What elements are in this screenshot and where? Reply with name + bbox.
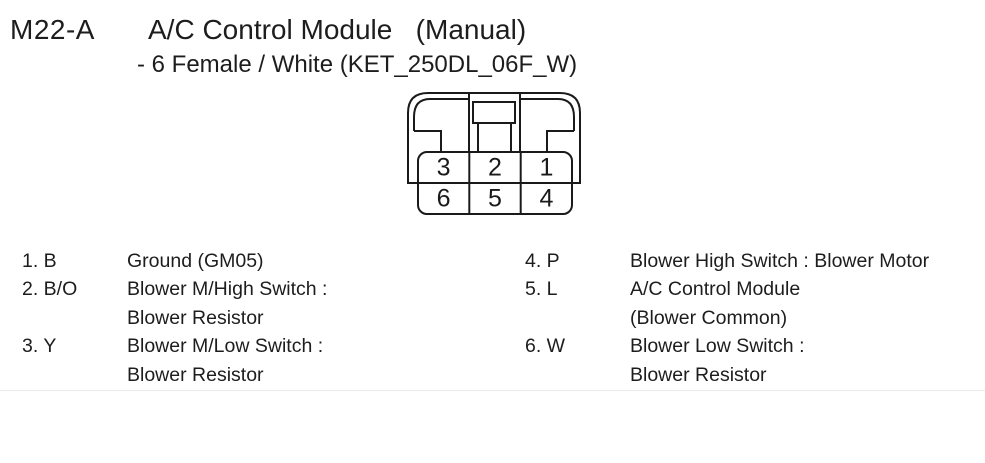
pin-description-line: Blower Resistor (127, 363, 264, 386)
pin-description-line: Blower M/High Switch : (127, 278, 328, 301)
pin-label: 6. W (525, 335, 566, 358)
pin-description-line: Blower Resistor (127, 306, 264, 329)
pin-cell-3: 3 (437, 154, 451, 182)
connector-key-notch-left (414, 130, 442, 152)
pin-cell-4: 4 (539, 185, 553, 213)
connector-diagram: 3 2 1 6 5 4 (407, 92, 581, 215)
pin-description-line: (Blower Common) (630, 306, 788, 329)
connector-latch-window (472, 101, 516, 124)
pin-list-right: 4. P Blower High Switch : Blower Motor 5… (525, 247, 985, 389)
pin-description: Blower M/Low Switch : Blower Resistor (127, 332, 507, 389)
pin-description: Blower M/High Switch : Blower Resistor (127, 275, 507, 332)
pin-label: 1. B (22, 250, 57, 272)
pin-description-line: Blower High Switch : Blower Motor (630, 250, 930, 272)
pin-cell-1: 1 (539, 154, 553, 182)
pin-cell-5: 5 (488, 185, 502, 213)
connector-inner-wall-left (413, 98, 469, 131)
pin-description: Blower High Switch : Blower Motor (630, 247, 985, 275)
page-title: A/C Control Module (Manual) (148, 14, 527, 45)
pin-label: 5. L (525, 278, 558, 301)
pin-label: 2. B/O (22, 278, 78, 301)
pin-label: 4. P (525, 250, 560, 272)
connector-inner-wall-right (520, 98, 575, 131)
connector-code: M22-A (10, 14, 95, 45)
pin-description-line: Ground (GM05) (127, 250, 264, 272)
pin-description: Blower Low Switch : Blower Resistor (630, 332, 985, 389)
pin-cell-6: 6 (437, 185, 451, 213)
pin-description-line: Blower Resistor (630, 363, 767, 386)
pin-description-line: Blower Low Switch : (630, 335, 805, 358)
pin-description-line: Blower M/Low Switch : (127, 335, 324, 358)
pin-description: Ground (GM05) (127, 247, 507, 275)
scan-artifact-line (0, 390, 985, 391)
pin-label: 3. Y (22, 335, 57, 358)
pin-description: A/C Control Module (Blower Common) (630, 275, 985, 332)
pin-description-line: A/C Control Module (630, 278, 801, 301)
pin-cell-2: 2 (488, 154, 502, 182)
connector-key-notch-right (546, 130, 574, 152)
connector-spec: - 6 Female / White (KET_250DL_06F_W) (137, 51, 578, 78)
pin-list-left: 1. B Ground (GM05) 2. B/O Blower M/High … (22, 247, 507, 389)
